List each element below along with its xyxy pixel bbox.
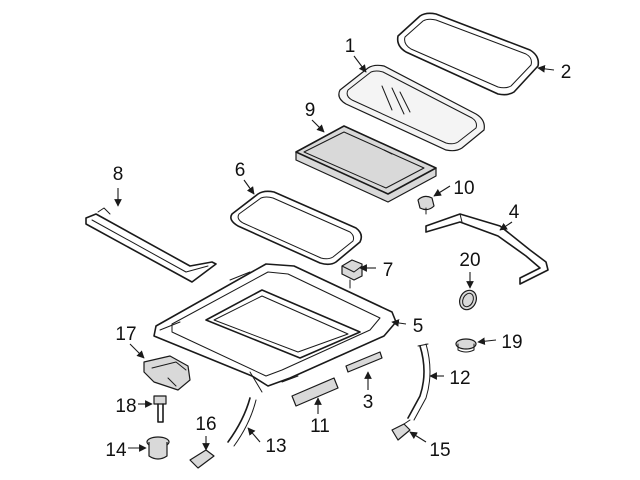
callout-16: 16 — [195, 414, 216, 435]
callout-2: 2 — [561, 62, 572, 83]
part-10-clip[interactable] — [417, 195, 435, 215]
part-9-sunshade[interactable] — [295, 125, 437, 203]
callout-3: 3 — [363, 392, 374, 413]
part-1-glass-panel[interactable] — [338, 64, 485, 152]
part-8-deflector[interactable] — [85, 207, 217, 283]
leader-lines — [114, 55, 555, 452]
part-6-frame-seal[interactable] — [230, 190, 363, 266]
part-14-grommet[interactable] — [146, 436, 170, 460]
callout-14: 14 — [105, 440, 127, 461]
callout-5: 5 — [413, 316, 424, 337]
callout-6: 6 — [235, 160, 246, 181]
callout-19: 19 — [501, 332, 522, 353]
part-7-bracket[interactable] — [341, 259, 363, 289]
callout-13: 13 — [265, 436, 286, 457]
part-16-valve[interactable] — [189, 449, 215, 469]
callout-10: 10 — [453, 178, 474, 199]
part-2-seal[interactable] — [396, 12, 540, 96]
part-18-bolt[interactable] — [153, 395, 167, 423]
part-5-frame[interactable] — [153, 263, 397, 393]
part-13-drain-hose[interactable] — [227, 397, 257, 447]
callouts: 1 2 3 4 5 6 7 8 9 10 11 12 13 14 15 16 1… — [105, 36, 571, 461]
callout-4: 4 — [509, 202, 520, 223]
part-3-strip[interactable] — [345, 351, 383, 373]
callout-8: 8 — [113, 164, 124, 185]
part-20-cap[interactable] — [457, 288, 480, 313]
callout-9: 9 — [305, 100, 316, 121]
part-15-valve[interactable] — [391, 419, 411, 441]
part-17-motor[interactable] — [143, 355, 191, 391]
part-4-rail[interactable] — [425, 213, 549, 285]
part-12-drain-hose[interactable] — [407, 343, 431, 421]
callout-18: 18 — [115, 396, 136, 417]
callout-17: 17 — [115, 324, 136, 345]
callout-15: 15 — [429, 440, 450, 461]
callout-7: 7 — [383, 260, 394, 281]
part-11-strip[interactable] — [291, 377, 339, 407]
callout-11: 11 — [310, 416, 330, 437]
callout-1: 1 — [345, 36, 356, 57]
callout-12: 12 — [449, 368, 470, 389]
part-19-grommet[interactable] — [455, 338, 477, 353]
callout-20: 20 — [459, 250, 480, 271]
